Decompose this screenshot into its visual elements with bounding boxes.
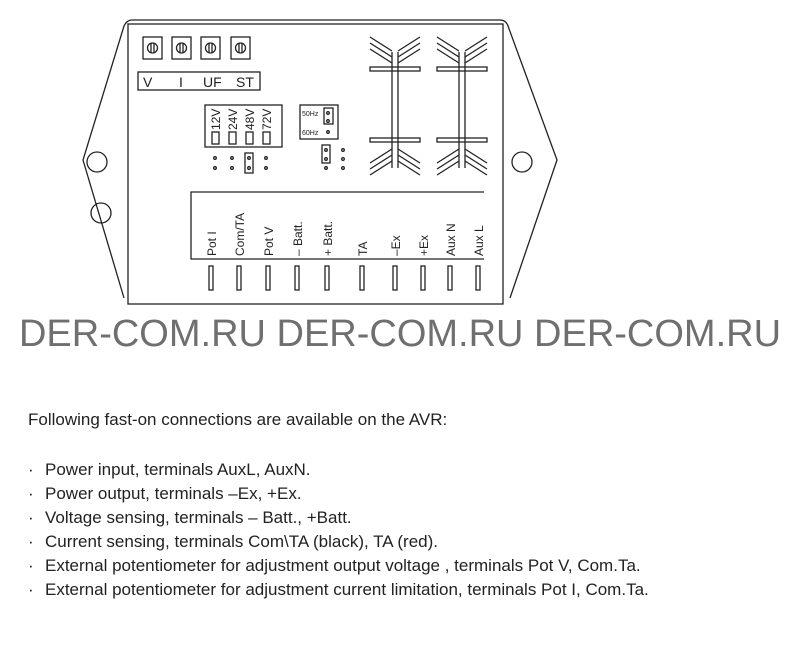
jumper-pin [341, 166, 345, 170]
jumper-pin [326, 130, 330, 134]
bullet: · [28, 532, 34, 551]
jumper-pin [324, 157, 328, 161]
heatsink [369, 36, 421, 176]
frequency-select-box [299, 104, 339, 140]
list-item: · Voltage sensing, terminals – Batt., +Ba… [28, 508, 788, 532]
fast-on-terminal[interactable] [324, 265, 330, 291]
mount-hole-left-bottom [90, 202, 112, 224]
list-item: · External potentiometer for adjustment c… [28, 580, 788, 604]
bullet: · [28, 460, 34, 479]
list-item: · Power input, terminals AuxL, AuxN. [28, 460, 788, 484]
connection-text: Power input, terminals AuxL, AuxN. [45, 460, 311, 479]
connection-text: Current sensing, terminals Com\TA (black… [45, 532, 439, 551]
jumper-pin [326, 111, 330, 115]
terminal-label: Com/TA [233, 213, 247, 256]
jumper-pin [264, 166, 268, 170]
voltage-jumper[interactable] [244, 152, 254, 174]
mount-hole-left-top [86, 151, 108, 173]
bullet: · [28, 508, 34, 527]
voltage-label: 48V [243, 109, 257, 130]
intro-text: Following fast-on connections are availa… [28, 410, 448, 429]
trimmer-label-box [137, 71, 261, 91]
jumper-pin [341, 157, 345, 161]
watermark: DER-COM.RU DER-COM.RU DER-COM.RU [18, 313, 782, 355]
trimmer-label-st: ST [236, 74, 254, 90]
freq-label-50hz: 50Hz [302, 111, 319, 118]
fast-on-terminal[interactable] [208, 265, 214, 291]
trimmer-potentiometer[interactable] [230, 36, 251, 60]
list-item: · External potentiometer for adjustment o… [28, 556, 788, 580]
terminal-label: TA [356, 242, 370, 256]
jumper-pin [326, 119, 330, 123]
terminal-label: + Batt. [321, 221, 335, 256]
heatsink [436, 36, 488, 176]
jumper-pin [213, 166, 217, 170]
connection-text: External potentiometer for adjustment ou… [45, 556, 641, 575]
connection-text: External potentiometer for adjustment cu… [45, 580, 649, 599]
trimmer-label-i: I [179, 74, 183, 90]
trimmer-potentiometer[interactable] [200, 36, 221, 60]
fast-on-terminal[interactable] [392, 265, 398, 291]
bullet: · [28, 556, 34, 575]
device-outline [82, 19, 558, 299]
list-item: · Power output, terminals –Ex, +Ex. [28, 484, 788, 508]
fast-on-terminal[interactable] [359, 265, 365, 291]
mount-hole-right [511, 151, 533, 173]
fast-on-terminal[interactable] [447, 265, 453, 291]
terminal-label: – Batt. [291, 221, 305, 256]
trimmer-potentiometer[interactable] [171, 36, 192, 60]
voltage-pad [262, 131, 271, 145]
jumper-pin [230, 166, 234, 170]
connection-text: Power output, terminals –Ex, +Ex. [45, 484, 302, 503]
terminal-label: Aux L [472, 225, 486, 256]
jumper-pin [341, 148, 345, 152]
jumper-pin [247, 156, 251, 160]
jumper-pin [230, 156, 234, 160]
terminal-label: Pot I [205, 231, 219, 256]
jumper-pin [324, 166, 328, 170]
terminal-label: Pot V [262, 227, 276, 256]
bullet: · [28, 484, 34, 503]
voltage-label: 24V [226, 109, 240, 130]
fast-on-terminal[interactable] [475, 265, 481, 291]
fast-on-terminal[interactable] [236, 265, 242, 291]
list-item: · Current sensing, terminals Com\TA (blac… [28, 532, 788, 556]
jumper-pin [264, 156, 268, 160]
trimmer-label-uf: UF [203, 74, 222, 90]
terminal-label: Aux N [444, 223, 458, 256]
voltage-label: 72V [260, 109, 274, 130]
freq-jumper[interactable] [323, 107, 334, 125]
jumper-pin [213, 156, 217, 160]
device-inner-border [127, 23, 504, 305]
connections-list: · Power input, terminals AuxL, AuxN. · Powe… [28, 460, 788, 604]
fast-on-terminal[interactable] [265, 265, 271, 291]
voltage-pad [211, 131, 220, 145]
aux-jumper[interactable] [321, 144, 331, 164]
fast-on-terminal[interactable] [294, 265, 300, 291]
terminal-label: –Ex [389, 235, 403, 256]
voltage-select-box [204, 104, 283, 148]
voltage-pad [245, 131, 254, 145]
fast-on-terminal[interactable] [420, 265, 426, 291]
voltage-pad [228, 131, 237, 145]
terminal-label: +Ex [417, 235, 431, 256]
trimmer-label-v: V [143, 74, 153, 90]
jumper-pin [247, 166, 251, 170]
connection-text: Voltage sensing, terminals – Batt., +Bat… [45, 508, 352, 527]
terminal-block [190, 191, 484, 260]
bullet: · [28, 580, 34, 599]
freq-label-60hz: 60Hz [302, 130, 319, 137]
jumper-pin [324, 148, 328, 152]
trimmer-potentiometer[interactable] [142, 36, 163, 60]
voltage-label: 12V [209, 109, 223, 130]
